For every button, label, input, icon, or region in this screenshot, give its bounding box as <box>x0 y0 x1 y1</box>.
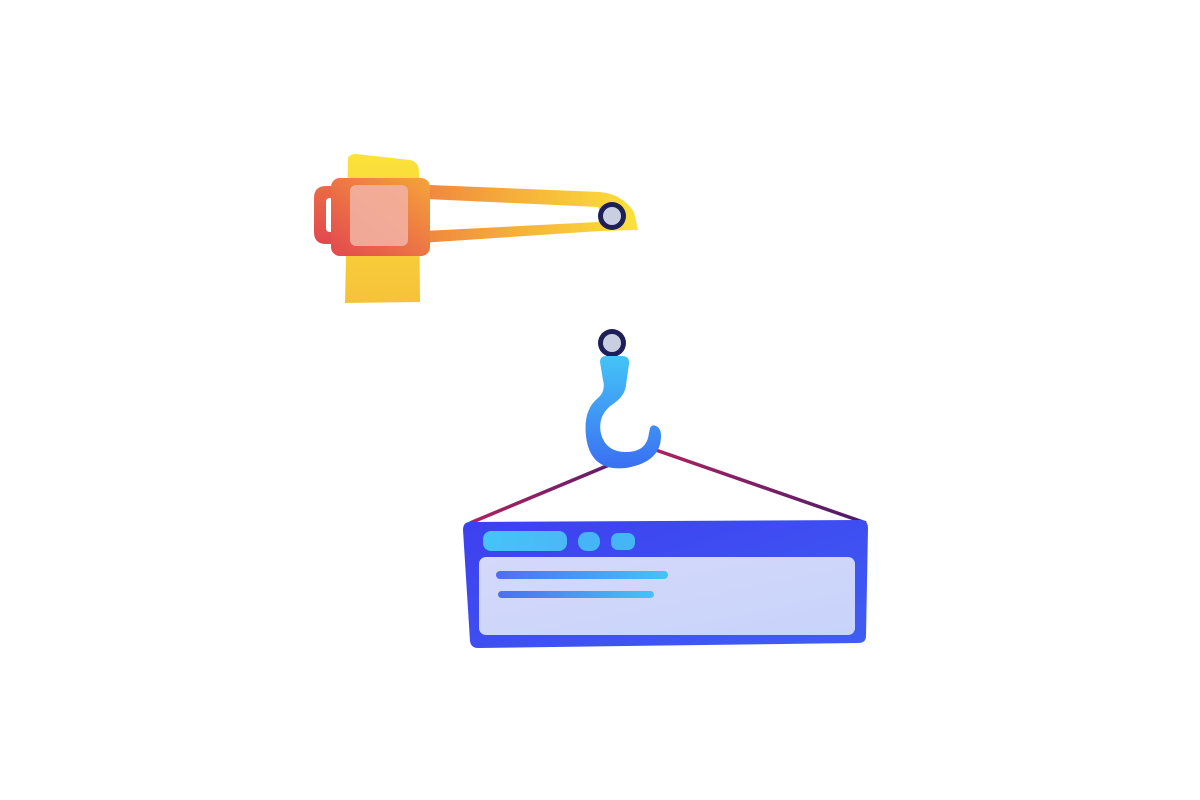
browser-tab-dot-2 <box>611 533 635 550</box>
jib-pulley <box>598 202 626 230</box>
content-line-2 <box>498 591 654 598</box>
hook-pulley <box>598 329 626 357</box>
browser-window <box>463 520 868 648</box>
browser-tab-dot-1 <box>578 532 600 551</box>
crane-hook <box>585 356 661 469</box>
content-line-1 <box>496 571 668 579</box>
browser-tab-pill <box>483 531 567 551</box>
crane-cab-handle <box>314 186 340 244</box>
crane-jib <box>405 184 638 244</box>
rope-right <box>649 446 867 525</box>
crane-cab-window <box>350 185 408 246</box>
